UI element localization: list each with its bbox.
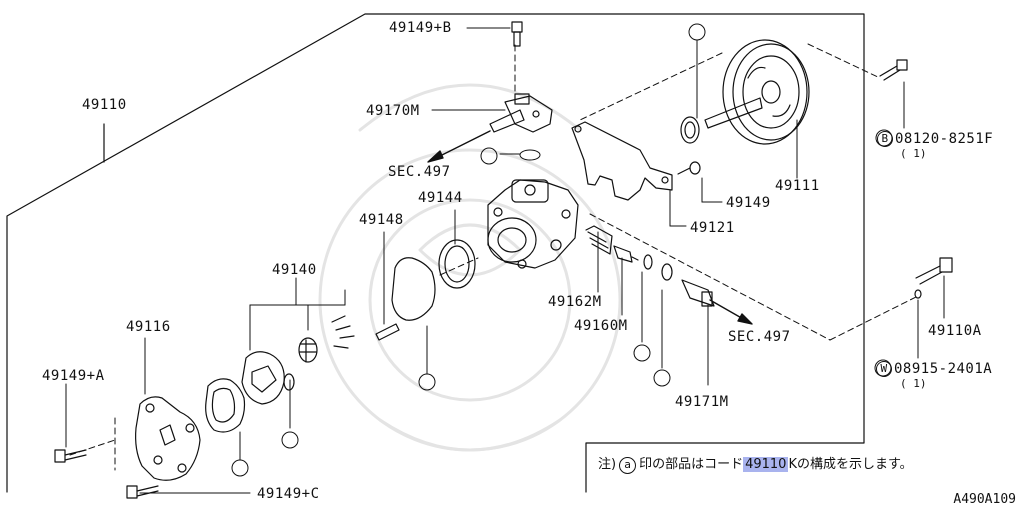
bolt-49149b xyxy=(511,21,523,47)
label-49149: 49149 xyxy=(726,195,771,211)
valve-49160m xyxy=(613,245,639,263)
label-sec497-right: SEC.497 xyxy=(728,329,791,345)
note-middle: 印の部品はコード xyxy=(639,457,744,472)
cam-ring xyxy=(241,351,285,405)
connector-49171m xyxy=(681,279,715,307)
label-49144: 49144 xyxy=(418,190,463,206)
label-49170m: 49170M xyxy=(366,103,420,119)
fitting-49170m xyxy=(489,93,553,133)
spring-49162m xyxy=(585,225,613,255)
seal-ring xyxy=(680,116,700,144)
bracket-49121 xyxy=(571,121,673,201)
watermark-emblem xyxy=(318,83,622,452)
pulley-49111 xyxy=(704,39,810,145)
label-49162m: 49162M xyxy=(548,294,602,310)
sec-arrows xyxy=(427,130,753,325)
label-49110a: 49110A xyxy=(928,323,982,339)
circle-b-marker: B xyxy=(877,131,893,147)
pump-body xyxy=(487,179,579,269)
washer-w-part-number: 08915-2401A xyxy=(894,361,993,377)
marker-a-group xyxy=(231,23,893,477)
seal-49144 xyxy=(438,239,476,289)
label-49149c: 49149+C xyxy=(257,486,320,502)
rotor-49140 xyxy=(298,315,355,363)
diagram-reference-code: A490A109 xyxy=(953,492,1016,507)
bolt-b-quantity: ( 1) xyxy=(900,147,927,160)
bolt-b-part-number: 08120-8251F xyxy=(895,131,994,147)
note-a-marker: a xyxy=(619,457,637,474)
cover-49116 xyxy=(135,396,201,481)
washer-08915 xyxy=(914,289,922,299)
note-highlighted-code: 49110 xyxy=(743,457,789,472)
bolt-49149a xyxy=(54,449,87,463)
label-49121: 49121 xyxy=(690,220,735,236)
gasket-large xyxy=(391,257,436,321)
label-49116: 49116 xyxy=(126,319,171,335)
circle-w-marker: W xyxy=(876,361,892,377)
bolt-49149c xyxy=(126,485,159,499)
label-49160m: 49160M xyxy=(574,318,628,334)
note-suffix: Kの構成を示します。 xyxy=(788,457,913,472)
washer-w-quantity: ( 1) xyxy=(900,377,927,390)
label-sec497-top: SEC.497 xyxy=(388,164,451,180)
label-49110: 49110 xyxy=(82,97,127,113)
o-ring-right xyxy=(661,263,673,281)
pin-49148 xyxy=(375,323,400,341)
bolt-49110a xyxy=(915,257,953,285)
gasket-cover xyxy=(205,378,246,433)
assembly-outline xyxy=(6,13,865,493)
label-49148: 49148 xyxy=(359,212,404,228)
o-ring-mid xyxy=(643,254,653,270)
dashed-guides xyxy=(69,43,919,471)
label-49140: 49140 xyxy=(272,262,317,278)
label-49171m: 49171M xyxy=(675,394,729,410)
label-49149b: 49149+B xyxy=(389,20,452,36)
bolt-08120 xyxy=(879,59,908,81)
label-49149a: 49149+A xyxy=(42,368,105,384)
label-49111: 49111 xyxy=(775,178,820,194)
screw-49149 xyxy=(677,161,701,175)
note-prefix: 注) xyxy=(598,457,617,472)
o-ring-small xyxy=(283,373,295,391)
